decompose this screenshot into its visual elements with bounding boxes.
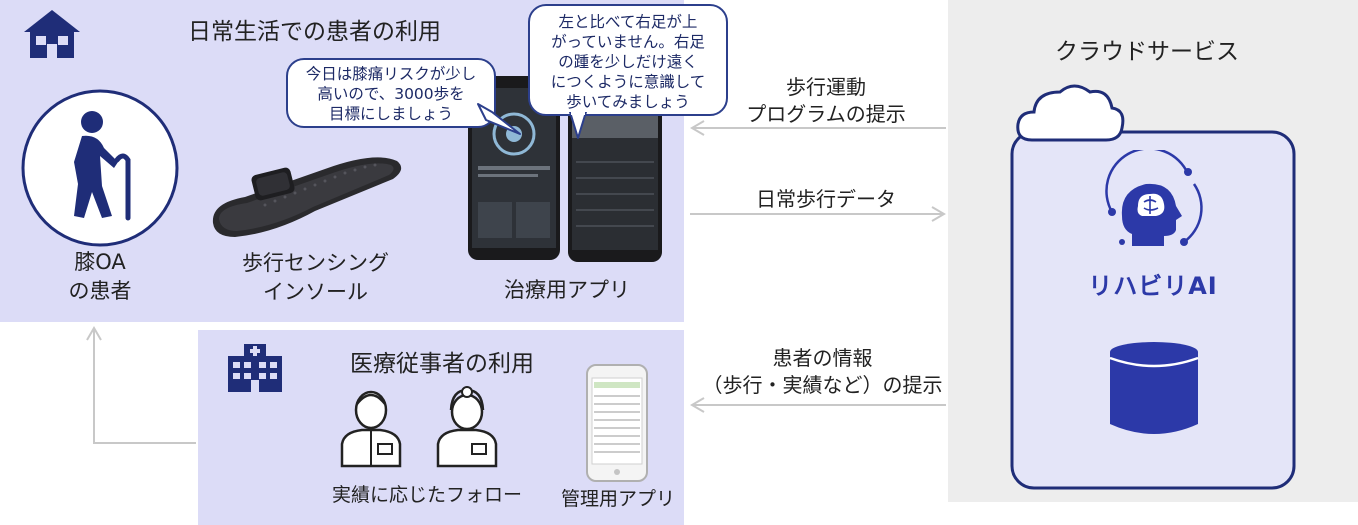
house-icon bbox=[24, 10, 80, 58]
medical-staff-title: 医療従事者の利用 bbox=[350, 351, 534, 377]
speech-bubble-tail-2 bbox=[569, 112, 587, 139]
daily-life-title: 日常生活での患者の利用 bbox=[188, 19, 441, 45]
arrow-follow bbox=[93, 330, 196, 444]
patient-info-arrow-label: 患者の情報 （歩行・実績など）の提示 bbox=[702, 346, 943, 397]
speech-bubble-gait-advice: 左と比べて右足が上 がっていません。右足 の踵を少しだけ遠く につくように意識し… bbox=[528, 4, 728, 116]
follow-label: 実績に応じたフォロー bbox=[331, 484, 522, 506]
insole-label: 歩行センシング インソール bbox=[242, 251, 389, 304]
program-arrow-label: 歩行運動 プログラムの提示 bbox=[746, 75, 906, 126]
admin-app-label: 管理用アプリ bbox=[560, 488, 675, 510]
rehab-ai-label: リハビリAI bbox=[1088, 272, 1218, 300]
therapy-app-label: 治療用アプリ bbox=[504, 278, 630, 302]
admin-app-phone bbox=[586, 364, 648, 482]
patient-label: 膝OA の患者 bbox=[68, 250, 132, 303]
walk-data-arrow-label: 日常歩行データ bbox=[756, 187, 896, 211]
sensing-insole-image bbox=[212, 157, 402, 237]
speech-bubble-tail-1 bbox=[477, 103, 521, 135]
cloud-service-title: クラウドサービス bbox=[1055, 39, 1239, 65]
hospital-icon bbox=[228, 344, 282, 392]
cloud-ai-container bbox=[1010, 84, 1296, 490]
ai-brain-head-icon bbox=[1105, 150, 1203, 246]
database-icon bbox=[1109, 342, 1199, 434]
nurse-icon bbox=[436, 386, 498, 468]
doctor-icon bbox=[340, 390, 402, 468]
speech-bubble-knee-risk: 今日は膝痛リスクが少し 高いので、3000歩を 目標にしましょう bbox=[286, 58, 496, 128]
elderly-patient-icon bbox=[21, 89, 179, 247]
